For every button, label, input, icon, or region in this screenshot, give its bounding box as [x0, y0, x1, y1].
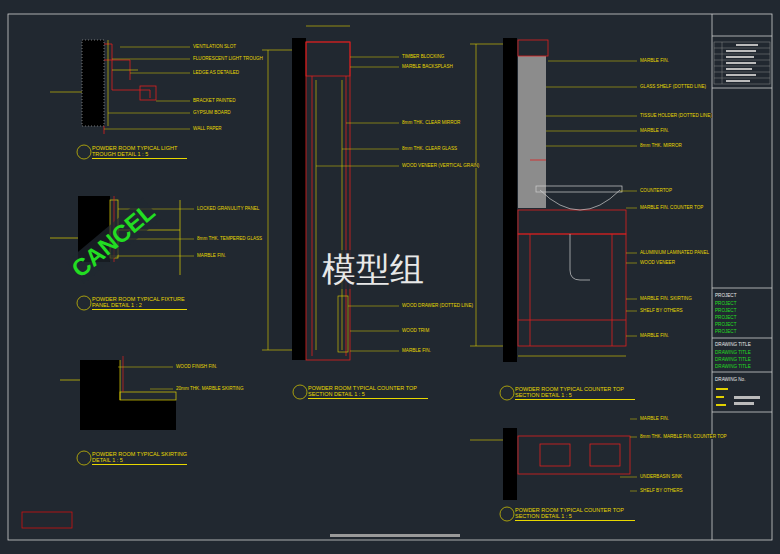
annotation: COUNTERTOP — [640, 188, 672, 193]
detail-title: POWDER ROOM TYPICAL COUNTER TOP SECTION … — [515, 386, 635, 400]
title-block-heading: PROJECT — [715, 293, 736, 298]
title-block-entry: PROJECT — [715, 329, 736, 334]
annotation: MARBLE FIN. — [640, 128, 669, 133]
annotation: WOOD DRAWER (DOTTED LINE) — [402, 303, 473, 308]
annotation: MARBLE FIN. — [197, 253, 226, 258]
annotation: WALL PAPER — [193, 126, 222, 131]
annotation: MARBLE FIN. — [402, 348, 431, 353]
annotation: WOOD VENEER (VERTICAL GRAIN) — [402, 163, 479, 168]
title-block-entry: PROJECT — [715, 315, 736, 320]
annotation: SHELF BY OTHERS — [640, 308, 683, 313]
annotation: LEDGE AS DETAILED — [193, 70, 239, 75]
title-block-heading: DRAWING TITLE — [715, 342, 751, 347]
title-block-entry: DRAWING TITLE — [715, 364, 751, 369]
detail-title: POWDER ROOM TYPICAL FIXTURE PANEL DETAIL… — [92, 296, 187, 310]
annotation: MARBLE FIN. SKIRTING — [640, 296, 692, 301]
annotation: MARBLE FIN. — [640, 416, 669, 421]
annotation: TISSUE HOLDER (DOTTED LINE) — [640, 113, 712, 118]
detail-title: POWDER ROOM TYPICAL COUNTER TOP SECTION … — [308, 385, 428, 399]
title-block-entry: DRAWING TITLE — [715, 357, 751, 362]
annotation: ALUMINIUM LAMINATED PANEL — [640, 250, 709, 255]
annotation: UNDERBASIN SINK — [640, 474, 682, 479]
annotation: VENTILATION SLOT — [193, 44, 236, 49]
annotation: TIMBER BLOCKING — [402, 54, 444, 59]
annotation: MARBLE BACKSPLASH — [402, 64, 453, 69]
annotation: BRACKET PAINTED — [193, 98, 235, 103]
annotation: 8mm THK. CLEAR MIRROR — [402, 120, 460, 125]
annotation: FLUORESCENT LIGHT TROUGH — [193, 56, 263, 61]
title-block-entry: PROJECT — [715, 322, 736, 327]
annotation: 20mm THK. MARBLE SKIRTING — [176, 386, 243, 391]
annotation: GLASS SHELF (DOTTED LINE) — [640, 84, 706, 89]
annotation: LOCKED GRANULITY PANEL — [197, 206, 259, 211]
annotation: SHELF BY OTHERS — [640, 488, 683, 493]
annotation: 8mm THK. MARBLE FIN. COUNTER TOP — [640, 434, 727, 439]
detail-title: POWDER ROOM TYPICAL SKIRTING DETAIL 1 : … — [92, 451, 187, 465]
detail-title: POWDER ROOM TYPICAL COUNTER TOP SECTION … — [515, 507, 635, 521]
annotation: WOOD VENEER — [640, 260, 675, 265]
title-block-entry: DRAWING TITLE — [715, 350, 751, 355]
annotation: 8mm THK. MIRROR — [640, 143, 682, 148]
annotation: MARBLE FIN. COUNTER TOP — [640, 205, 703, 210]
annotation: 8mm THK. CLEAR GLASS — [402, 146, 457, 151]
watermark: 模型组 — [318, 250, 428, 289]
annotation: MARBLE FIN. — [640, 333, 669, 338]
title-block-heading: DRAWING No. — [715, 377, 745, 382]
annotation: WOOD FINISH FIN. — [176, 364, 217, 369]
detail-title: POWDER ROOM TYPICAL LIGHT TROUGH DETAIL … — [92, 145, 187, 159]
annotation: 8mm THK. TEMPERED GLASS — [197, 236, 262, 241]
annotation: GYPSUM BOARD — [193, 110, 231, 115]
annotation: MARBLE FIN. — [640, 58, 669, 63]
title-block-entry: PROJECT — [715, 301, 736, 306]
annotation: WOOD TRIM — [402, 328, 429, 333]
title-block-entry: PROJECT — [715, 308, 736, 313]
